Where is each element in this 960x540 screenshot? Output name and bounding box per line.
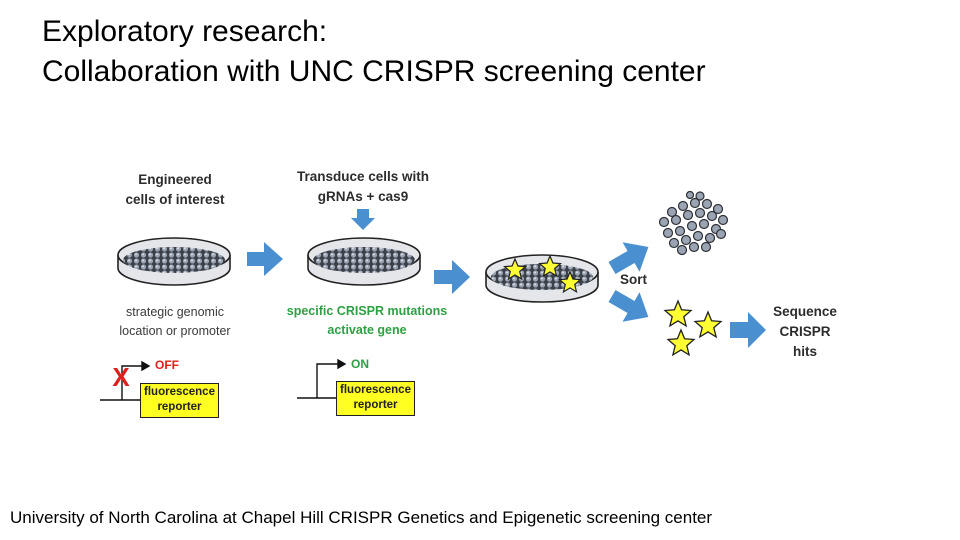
petri-dish-1 [117, 237, 231, 286]
slide-footer: University of North Carolina at Chapel H… [10, 508, 713, 527]
star-icon [557, 270, 583, 294]
sorted-cell-cluster [658, 190, 729, 256]
reporter-off-line2: reporter [157, 401, 202, 413]
x-mark-icon: X [112, 362, 130, 392]
sort-label: Sort [620, 272, 647, 287]
reporter-on-line1: fluorescence [340, 384, 411, 396]
step2-caption-line2: activate gene [327, 323, 407, 337]
sequence-label-line2: CRISPR [779, 324, 831, 339]
step2-caption: specific CRISPR mutations activate gene [272, 302, 462, 340]
step1-title: Engineered cells of interest [100, 170, 250, 210]
dish3-star-icons [502, 254, 583, 294]
reporter-box-on: fluorescence reporter [336, 381, 415, 416]
step1-title-line1: Engineered [138, 172, 212, 187]
step2-title-line2: gRNAs + cas9 [317, 189, 409, 204]
reporter-on-state: ON [351, 357, 369, 371]
step1-caption-line1: strategic genomic [126, 305, 224, 319]
sequence-label-line1: Sequence [773, 304, 837, 319]
petri-dish-3 [485, 254, 599, 303]
arrow-down-transduce [351, 209, 375, 230]
reporter-on-line2: reporter [353, 399, 398, 411]
star-icon [693, 310, 723, 339]
step2-caption-line1: specific CRISPR mutations [286, 304, 448, 318]
star-icon [502, 257, 528, 281]
sort-arrow-down [608, 289, 649, 322]
gene-on-diagram [297, 358, 347, 399]
sequence-label-line3: hits [792, 344, 817, 359]
arrow-right-1 [247, 242, 283, 276]
step2-title-line1: Transduce cells with [296, 169, 430, 184]
step1-caption-line2: location or promoter [119, 324, 231, 338]
petri-dish-2 [307, 237, 421, 286]
step1-title-line2: cells of interest [125, 192, 225, 207]
sorted-star-icons [663, 299, 723, 357]
reporter-off-line1: fluorescence [144, 386, 215, 398]
gene-off-diagram [100, 360, 151, 401]
star-icon [537, 254, 563, 278]
star-icon [666, 328, 696, 357]
title-line-1: Exploratory research: [42, 15, 328, 48]
step1-caption: strategic genomic location or promoter [95, 303, 255, 341]
reporter-box-off: fluorescence reporter [140, 383, 219, 418]
reporter-off-state: OFF [155, 358, 179, 372]
sort-arrow-up [608, 242, 649, 275]
slide-title: Exploratory research: Collaboration with… [42, 12, 706, 92]
arrow-right-2 [434, 260, 470, 294]
title-line-2: Collaboration with UNC CRISPR screening … [42, 55, 706, 88]
arrow-right-sequence [730, 312, 766, 348]
star-icon [663, 299, 693, 328]
sequence-label: Sequence CRISPR hits [765, 302, 845, 362]
step2-title: Transduce cells with gRNAs + cas9 [283, 167, 443, 207]
